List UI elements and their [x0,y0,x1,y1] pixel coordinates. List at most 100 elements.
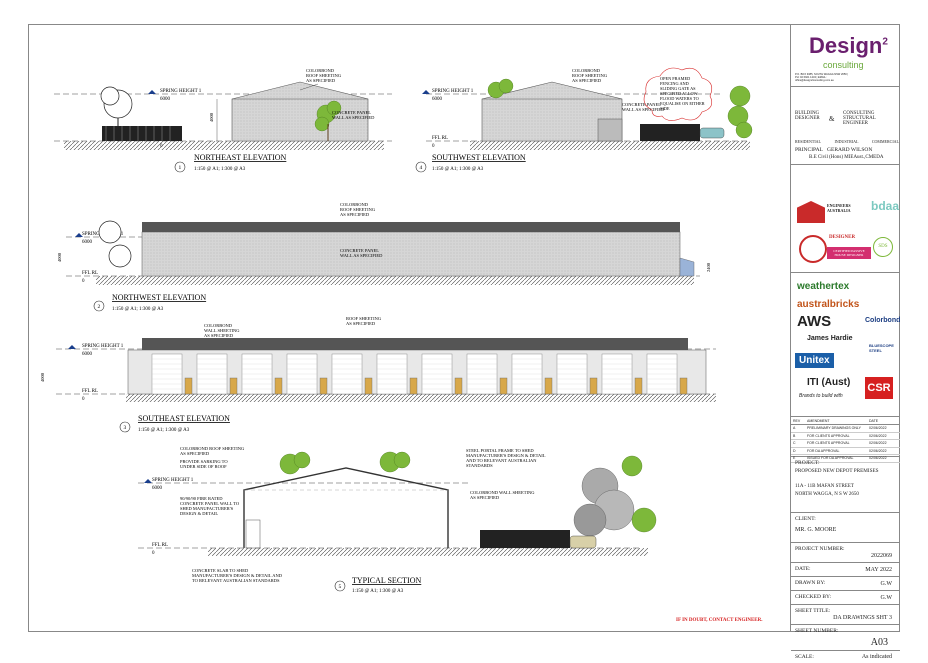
services-cell: BUILDING DESIGNER & CONSULTING STRUCTURA… [791,87,900,165]
sw-spring-label: SPRING HEIGHT 1 [432,89,474,94]
sw-title: SOUTHWEST ELEVATION [432,153,526,162]
australbricks-logo: australbricks [797,299,860,310]
engineers-australia-badge [797,201,825,223]
sheet-title-value: DA DRAWINGS SHT 3 [833,615,892,621]
client-name: MR. G. MOORE [795,527,837,533]
sector-list: RESIDENTIAL INDUSTRIAL COMMERCIAL [795,139,899,144]
personnel-door [679,377,688,395]
nw-num: 2 [98,304,101,310]
passive-house-badge: CERTIFIED PASSIVE HOUSE DESIGNER [827,247,871,259]
personnel-door [184,377,193,395]
personnel-door [274,377,283,395]
typical-section: SPRING HEIGHT 1 6000 FFL RL 0 COLORBOND … [138,446,657,594]
sw-ffl-val: 0 [432,144,435,149]
project-cell: PROJECT: PROPOSED NEW DEPOT PREMISES 11A… [791,457,900,513]
sector-residential: RESIDENTIAL [795,139,821,144]
revision-date: 02/06/2022 [869,426,887,431]
iti-logo: ITI (Aust) [807,377,851,388]
nw-ffl-label: FFL RL [82,271,98,276]
sw-spring-val: 6000 [432,97,443,102]
logo-sup: 2 [882,36,888,48]
project-number-cell: PROJECT NUMBER:2022069 [791,543,900,563]
revision-amendment: FOR DA APPROVAL [807,448,840,453]
northeast-elevation: SPRING HEIGHT 1 6000 FFL RL 0 COLORBONDR… [54,68,392,173]
personnel-door [544,377,553,395]
revision-letter: C [793,441,796,446]
unitex-logo: Unitex [795,353,834,368]
title-block: Design2 consulting P.O. BOX 3085, SOUTH … [790,25,900,660]
ts-ffl-val: 0 [152,551,155,556]
ne-num: 1 [179,165,182,171]
bluescope-logo: BLUESCOPE STEEL [869,343,894,353]
sw-num: 4 [420,165,423,171]
project-number-label: PROJECT NUMBER: [795,546,845,552]
sheet-title-cell: SHEET TITLE:DA DRAWINGS SHT 3 [791,605,900,625]
bdaa-logo: bdaa [871,199,900,213]
designer-badge [799,235,827,263]
scale-label: SCALE: [795,654,814,660]
northwest-elevation: SPRING HEIGHT 1 6000 FFL RL 0 COLORBONDR… [57,202,711,312]
personnel-door [634,377,643,395]
ts-spring-val: 6000 [152,486,163,491]
nw-dim-2400: 2400 [706,262,711,272]
drawn-by-value: G.W [880,581,893,587]
client-label: CLIENT: [795,516,816,522]
project-label: PROJECT: [795,460,820,466]
principal-cell: PRINCIPAL GERARD WILSON B.E Civil (Hons)… [791,143,900,273]
revision-amendment: FOR CLIENTS APPROVAL [807,433,850,438]
sheet-number-value: A03 [870,637,888,648]
se-num: 3 [124,425,127,431]
ts-num: 5 [339,584,342,590]
southwest-elevation: SPRING HEIGHT 1 6000 FFL RL 0 OPEN FRAME… [415,67,753,173]
nw-ffl-val: 0 [82,279,85,284]
rev-col: REV [793,418,801,423]
principal-label: PRINCIPAL [795,147,823,153]
csr-logo: CSR [865,377,893,399]
nw-title: NORTHWEST ELEVATION [112,293,206,302]
consulting-engineer: CONSULTING STRUCTURAL ENGINEER [843,111,876,126]
sw-scale: 1:150 @ A1; 1:300 @ A3 [432,167,484,172]
contact-info: P.O. BOX 3085, SOUTH WAGGA NSW 2650 | PH… [795,73,849,82]
james-hardie-logo: James Hardie [807,335,853,342]
ne-dim: 4000 [209,112,214,122]
revision-date: 02/06/2022 [869,448,887,453]
building-designer: BUILDING DESIGNER [795,111,820,121]
personnel-door [409,377,418,395]
se-title: SOUTHEAST ELEVATION [138,414,230,423]
revision-letter: D [793,448,796,453]
engineers-australia-text: ENGINEERS AUSTRALIA [827,203,851,213]
ts-scale: 1:150 @ A1; 1:300 @ A3 [352,589,404,594]
nw-spring-val: 6000 [82,240,93,245]
ts-title: TYPICAL SECTION [352,576,421,585]
ne-spring-label: SPRING HEIGHT 1 [160,89,202,94]
revision-date: 02/06/2022 [869,433,887,438]
project-address-1: 11A - 11B MAFAN STREET [795,484,854,489]
ts-ffl-label: FFL RL [152,543,168,548]
project-address-2: NORTH WAGGA, N S W 2650 [795,492,859,497]
qualifications: B.E Civil (Hons) MIEAust.,CMEDA [809,155,884,160]
personnel-door [229,377,238,395]
scale-value: As indicated [861,654,892,660]
revision-header: REV AMENDMENT DATE [791,417,900,425]
logo-sub: consulting [823,60,864,70]
checked-by-value: G.W [880,595,893,601]
se-ffl-val: 0 [82,397,85,402]
checked-by-label: CHECKED BY: [795,594,832,600]
revision-amendment: PRELIMINARY DRAWINGS ONLY [807,426,861,431]
amp: & [829,115,835,123]
personnel-door [364,377,373,395]
